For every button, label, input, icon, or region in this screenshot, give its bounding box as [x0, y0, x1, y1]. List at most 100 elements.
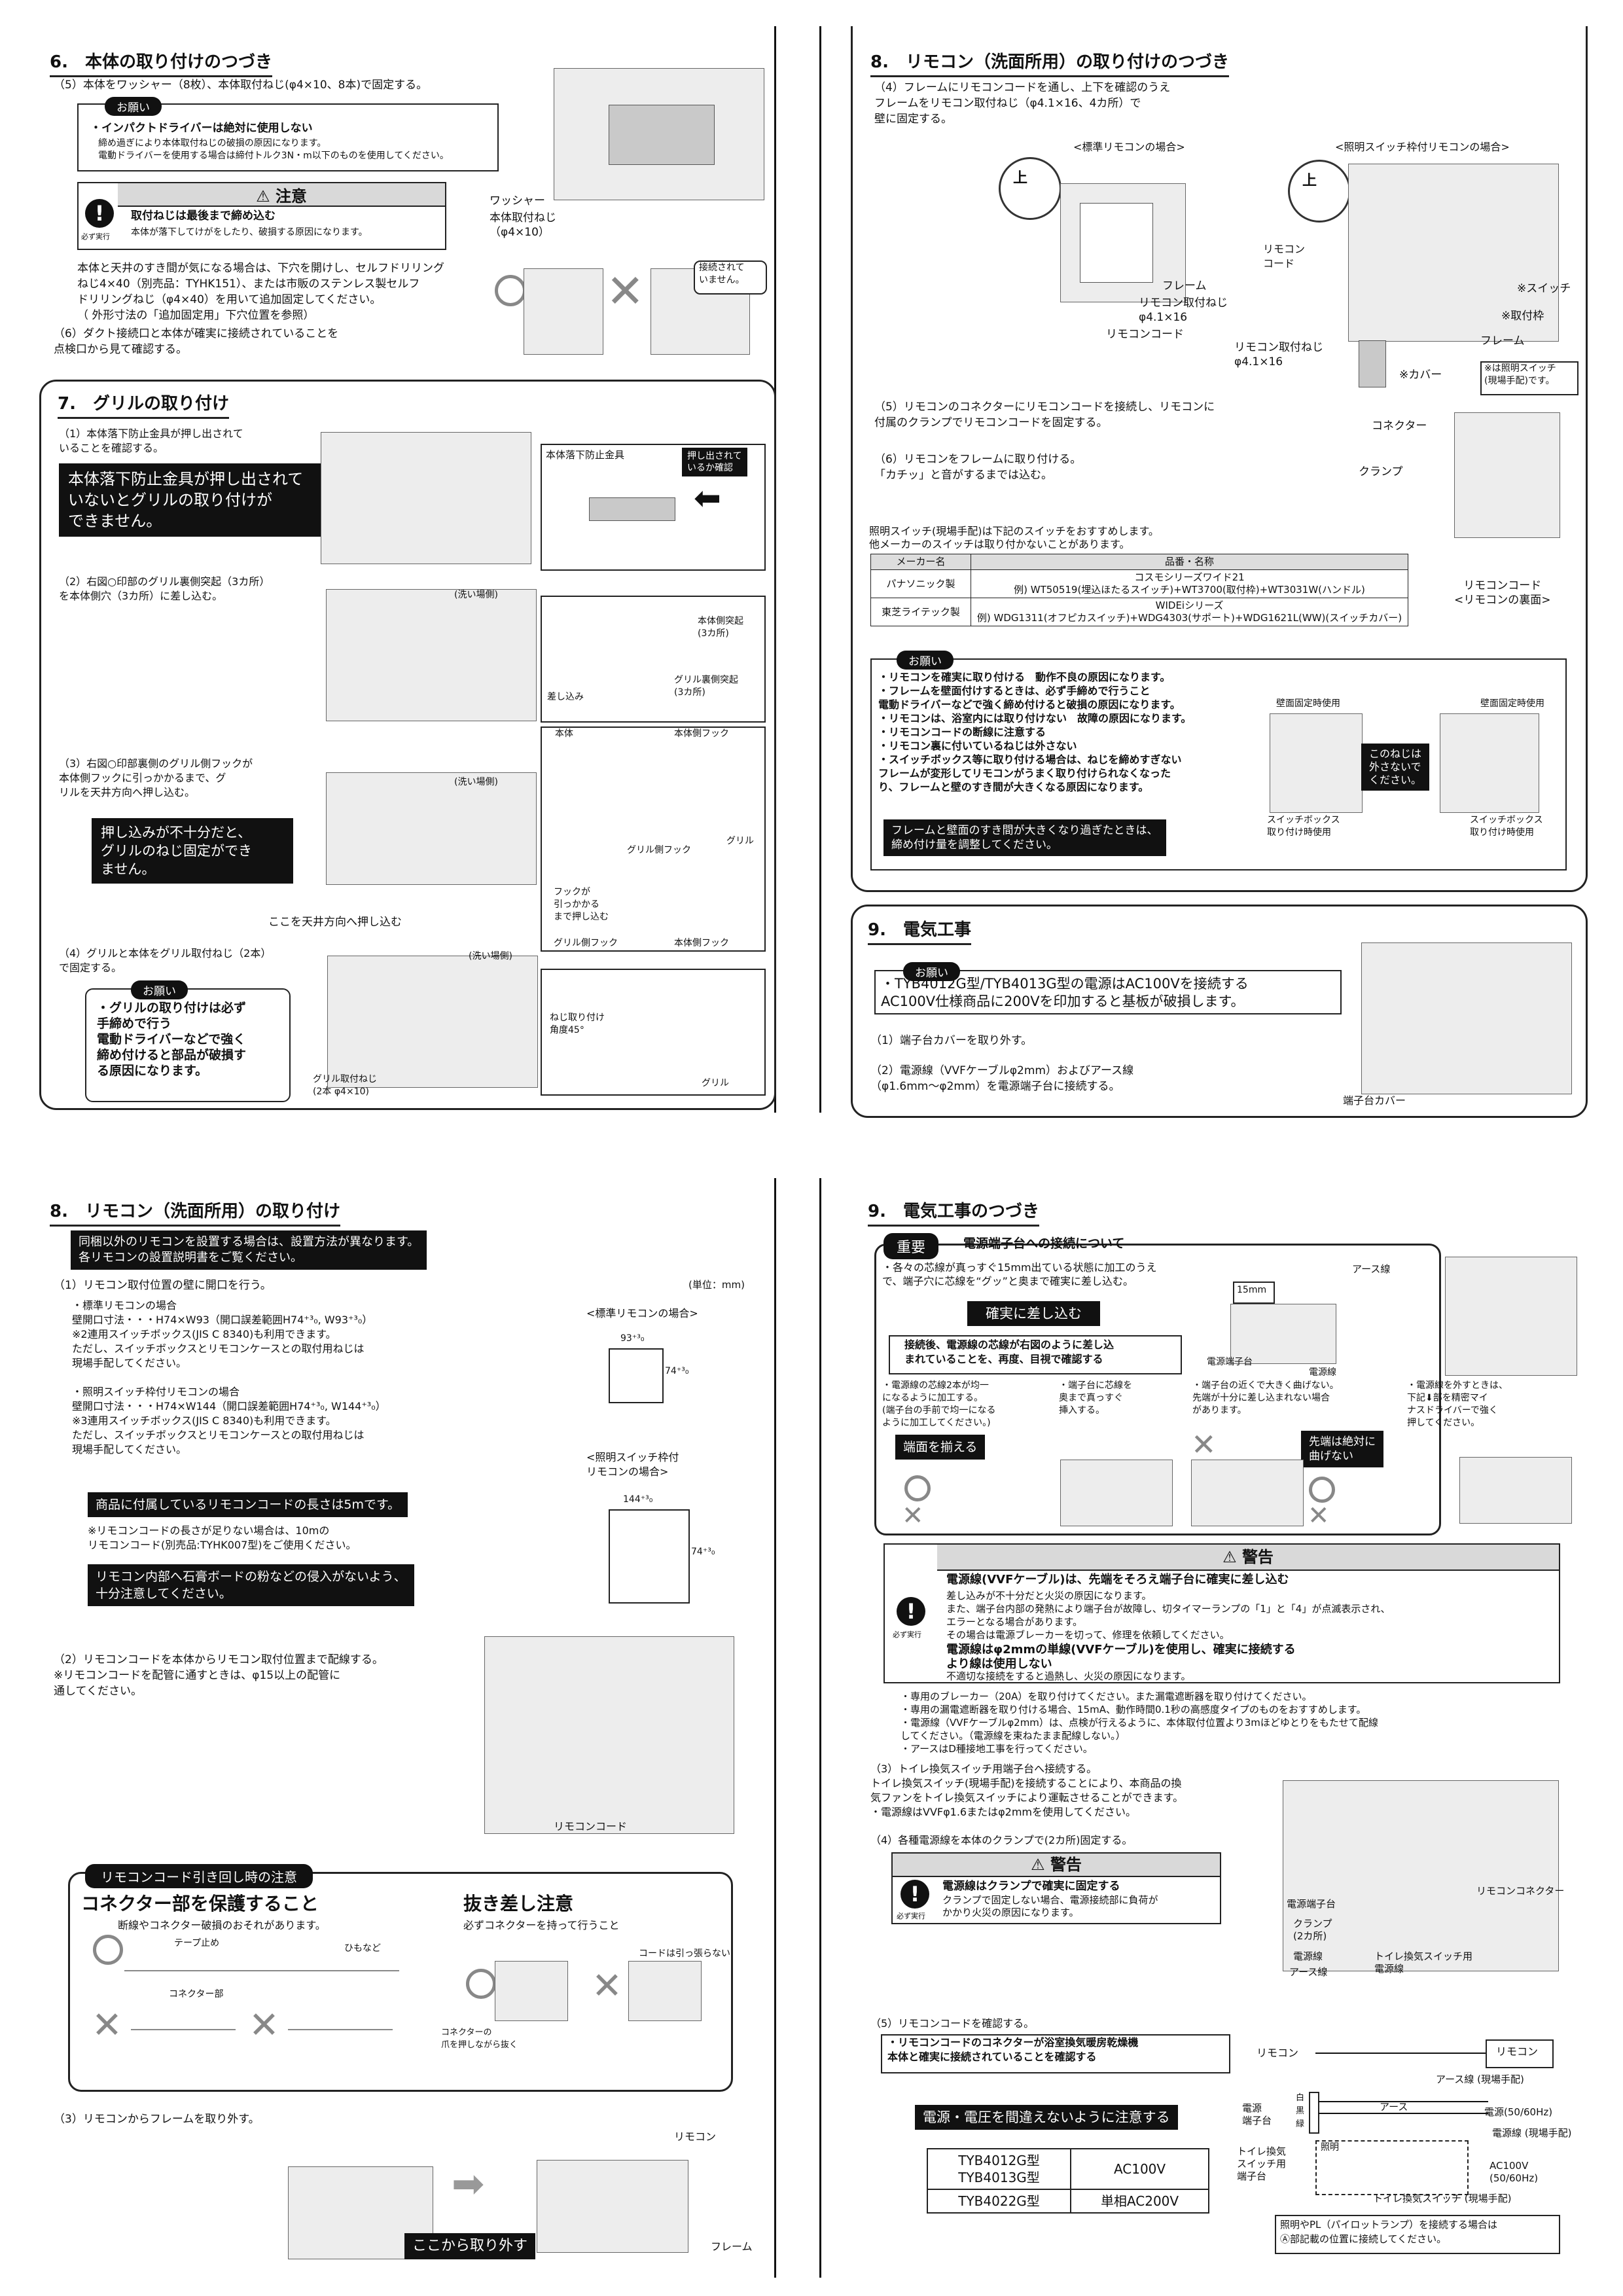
remote-screw-label-1: リモコン取付ねじ φ4.1×16 — [1139, 296, 1228, 324]
table-cell: パナソニック製 — [870, 569, 971, 598]
onegai-label: お願い — [105, 97, 162, 116]
std-opening-rect — [609, 1348, 664, 1403]
std-opening-spec: ・標準リモコンの場合 壁開口寸法・・・H74×W93（開口誤差範囲H74⁺³₀,… — [72, 1299, 373, 1369]
table-cell: WIDEiシリーズ 例) WDG1311(オフピカスイッチ)+WDG4303(サ… — [971, 598, 1408, 626]
s6-caution-title: 取付ねじは最後まで締め込む — [131, 209, 276, 223]
std-remote-heading: <標準リモコンの場合> — [1073, 141, 1185, 153]
ok-circle-icon — [904, 1475, 931, 1501]
frame-label-2: フレーム — [1480, 334, 1525, 348]
up-label-2: 上 — [1302, 173, 1317, 189]
point-4: ・電源線を外すときは、 下記⬇部を精密マイ ナスドライバーで強く 押してください… — [1407, 1380, 1508, 1428]
s7-note-1: 本体落下防止金具が押し出されて いないとグリルの取り付けが できません。 — [59, 463, 326, 537]
power-terminal-label: 電源端子台 — [1207, 1357, 1253, 1367]
grill-tab-label: グリル裏側突起 (3カ所) — [674, 675, 738, 698]
important-check-box: 接続後、電源線の芯線が右図のように差し込 まれていることを、再度、目視で確認する — [904, 1338, 1115, 1365]
cord-extension-note: ※リモコンコードの長さが足りない場合は、10mの リモコンコード(別売品:TYH… — [88, 1524, 357, 1551]
wash-side-label-1: (洗い場側) — [454, 590, 498, 600]
warning-box-1: ⚠ 警告 — [883, 1543, 1560, 1683]
warning-1-body: 差し込みが不十分だと火災の原因になります。 また、端子台内部の発熱により端子台が… — [946, 1590, 1391, 1641]
s8b-step6: （6）リモコンをフレームに取り付ける。 「カチッ」と音がするまでは込む。 — [874, 453, 1082, 482]
power-terminal-label-2: 電源端子台 — [1287, 1898, 1336, 1910]
s7-step4: （4）グリルと本体をグリル取付ねじ（2本） で固定する。 — [59, 947, 272, 974]
point-1: ・電源線の芯線2本が均一 になるように加工する。 (端子台の手前で均一になる よ… — [882, 1380, 996, 1428]
s9-step1: （1）端子台カバーを取り外す。 — [870, 1034, 1033, 1047]
page-border-right — [774, 1178, 776, 2278]
s7-step1: （1）本体落下防止金具が押し出されて いることを確認する。 — [59, 427, 243, 454]
fan-outlet-illustration — [609, 105, 715, 165]
s8b-step5: （5）リモコンのコネクターにリモコンコードを接続し、リモコンに 付属のクランプで… — [874, 401, 1215, 429]
warning-2-title: 電源線はφ2mmの単線(VVFケーブル)を使用し、確実に接続する より線は使用し… — [946, 1643, 1296, 1671]
connector-label: コネクター — [1372, 420, 1427, 433]
table-cell: 品番・名称 — [971, 554, 1408, 570]
dim-74b-label: 74⁺³₀ — [691, 1547, 715, 1557]
cord-illustration-ng-1 — [131, 2029, 236, 2030]
cover-illustration — [1359, 340, 1386, 387]
dim-74a-label: 74⁺³₀ — [665, 1366, 689, 1376]
warning-1-title: 電源線(VVFケーブル)は、先端をそろえ端子台に確実に差し込む — [946, 1573, 1289, 1587]
unit-screw-label: 本体取付ねじ （φ4×10） — [490, 211, 556, 239]
s8b-request-body: ・リモコンを確実に取り付ける 動作不良の原因になります。 ・フレームを壁面付けす… — [878, 671, 1192, 793]
table-cell: TYB4022G型 — [926, 2189, 1072, 2214]
power-wire-field-label: 電源線 (現場手配) — [1492, 2127, 1572, 2139]
dust-warning: リモコン内部へ石膏ボードの粉などの侵入がないよう、 十分注意してください。 — [88, 1564, 414, 1606]
section-9-title: 9. 電気工事 — [868, 916, 971, 945]
table-header-row: メーカー名品番・名称 — [870, 554, 1408, 570]
power-terminal-wiring-label: 電源 端子台 — [1242, 2102, 1272, 2126]
s9-request-body: ・TYB4012G型/TYB4013G型の電源はAC100Vを接続する AC10… — [881, 976, 1249, 1009]
std-opening-heading: <標準リモコンの場合> — [586, 1307, 698, 1319]
table-cell: 単相AC200V — [1070, 2189, 1209, 2214]
string-label: ひもなど — [344, 1943, 381, 1954]
s6-step5: （5）本体をワッシャー（8枚）、本体取付ねじ(φ4×10、8本)で固定する。 — [54, 79, 428, 92]
align-ends-label: 端面を揃える — [895, 1435, 986, 1460]
section-9-frame — [851, 905, 1588, 1118]
warning-box-2: ⚠ 警告 — [891, 1852, 1221, 1924]
white-label: 白 — [1296, 2093, 1305, 2103]
connector-part-label: コネクター部 — [169, 1989, 224, 2000]
wiring-remote-right: リモコン — [1496, 2045, 1539, 2058]
duct-ok-illustration — [524, 268, 603, 355]
cord-illustration-ok — [124, 1970, 399, 1971]
clamp-wiring-illustration — [1283, 1780, 1559, 1971]
onegai-label-3: お願い — [897, 651, 954, 670]
frame-label-1: フレーム — [1162, 279, 1207, 293]
s9b-step5: （5）リモコンコードを確認する。 — [870, 2017, 1035, 2030]
table-cell: 東芝ライテック製 — [870, 598, 971, 626]
washer-label: ワッシャー — [490, 194, 545, 207]
up-mark-zoom-1 — [999, 157, 1061, 220]
toilet-switch-field-label: トイレ換気スイッチ (現場手配) — [1373, 2193, 1512, 2204]
push-check-label: 押し出されて いるか確認 — [682, 448, 747, 476]
wiring-notes: ・専用のブレーカー（20A）を取り付けてください。また漏電遮断器を取り付けてくだ… — [901, 1691, 1378, 1755]
switch-label: ※スイッチ — [1517, 282, 1571, 295]
frame-label-3: フレーム — [711, 2240, 753, 2253]
tape-label: テープ止め — [174, 1938, 220, 1948]
s7-request-box — [85, 988, 291, 1102]
connector-pull-ok-illustration — [495, 1961, 568, 2021]
warning-label-2: 警告 — [1050, 1856, 1082, 1874]
s9b-step3: （3）トイレ換気スイッチ用端子台へ接続する。 トイレ換気スイッチ(現場手配)を接… — [870, 1763, 1184, 1818]
s6-request-body: 締め過ぎにより本体取付ねじの破損の原因になります。 電動ドライバーを使用する場合… — [98, 138, 449, 161]
point-3: ・端子台の近くで大きく曲げない。 先端が十分に差し込まれない場合 があります。 — [1192, 1380, 1339, 1416]
cover-label: ※カバー — [1399, 368, 1442, 382]
warning-3-title: 電源線はクランプで確実に固定する — [942, 1880, 1120, 1893]
unit-label: 本体 — [555, 728, 573, 739]
earth-wire-label-2: アース線 — [1289, 1966, 1328, 1978]
point-2: ・端子台に芯線を 奥まで真っすぐ 挿入する。 — [1059, 1380, 1132, 1416]
switch-frame-illustration — [1348, 164, 1559, 342]
section-9b-title: 9. 電気工事のつづき — [868, 1198, 1039, 1227]
lighting-label: 照明 — [1321, 2142, 1339, 2153]
grill-insert-illustration — [326, 589, 537, 721]
grill-tab-detail — [541, 596, 766, 723]
power-wire-label: 電源線 — [1309, 1367, 1336, 1378]
section-6-title: 6. 本体の取り付けのつづき — [50, 48, 272, 77]
pull-caution-sub: 必ずコネクターを持って行うこと — [463, 1919, 620, 1931]
s6-additional-fix: 本体と天井のすき間が気になる場合は、下穴を開けし、セルフドリリング ねじ4×40… — [77, 262, 444, 322]
grill-screw-illustration — [327, 956, 538, 1088]
table-cell: メーカー名 — [870, 554, 971, 570]
wall-use-label-2: 壁面固定時使用 — [1480, 698, 1544, 709]
fall-prevention-label: 本体落下防止金具 — [546, 449, 625, 461]
warning-3-body: クランプで固定しない場合、電源接続部に負荷が かかり火災の原因になります。 — [942, 1894, 1158, 1918]
ng-cross-icon: ✕ — [1308, 1501, 1330, 1531]
warning-2-body: 不適切な接続をすると過熱し、火災の原因になります。 — [946, 1670, 1191, 1682]
pull-caution-title: 抜き差し注意 — [463, 1893, 574, 1914]
